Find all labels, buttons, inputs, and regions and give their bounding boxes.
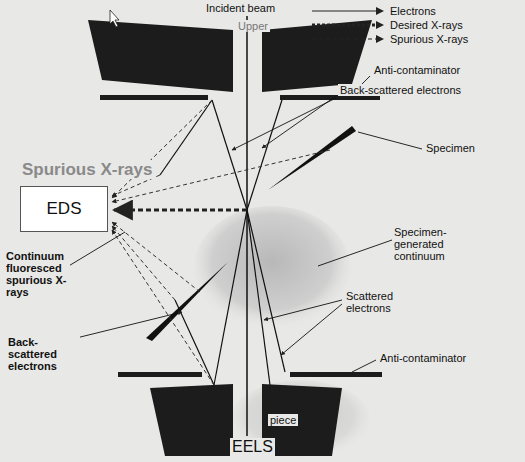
leader-lines [60,76,422,372]
part-label: Back-scattered electrons [338,84,463,96]
legend-row: Desired X-rays [310,18,468,32]
cursor-icon [110,10,119,27]
anti-contaminator [100,95,208,100]
part-label: Back-scattered electrons [6,336,80,372]
detector-box: EDS [20,186,108,232]
legend-text: Electrons [386,5,436,17]
part-label: EELS [230,438,275,456]
upper-pole-piece [262,20,372,92]
legend-sample [310,33,386,45]
lower-pole-piece [150,384,233,456]
legend: ElectronsDesired X-raysSpurious X-rays [310,4,468,46]
part-label: piece [268,414,298,426]
part-label: Scattered electrons [344,290,414,314]
part-label: Specimen [424,142,477,154]
part-label: Anti-contaminator [372,64,462,76]
legend-sample [310,19,386,31]
anti-contaminator [290,372,382,377]
spurious-xrays [112,100,330,385]
legend-text: Desired X-rays [386,19,463,31]
continuum-cloud [194,206,350,330]
legend-sample [310,5,386,17]
part-label: Upper [236,20,270,32]
part-label: Spurious X-rays [20,160,154,179]
legend-row: Electrons [310,4,468,18]
specimen [268,126,356,190]
legend-text: Spurious X-rays [386,33,468,45]
specimen [146,262,228,341]
part-label: Continuum fluoresced spurious X-rays [4,250,70,298]
continuum-cloud [230,380,370,460]
anti-contaminator [118,372,202,377]
electron-beam [246,16,248,436]
desired-xray [114,209,247,212]
detector-label: EDS [37,195,92,223]
part-label: Incident beam [204,2,277,14]
upper-pole-piece [88,20,233,92]
part-label: Specimen-generated continuum [392,226,478,262]
legend-row: Spurious X-rays [310,32,468,46]
part-label: Anti-contaminator [378,352,468,364]
electron-rays [160,100,285,385]
